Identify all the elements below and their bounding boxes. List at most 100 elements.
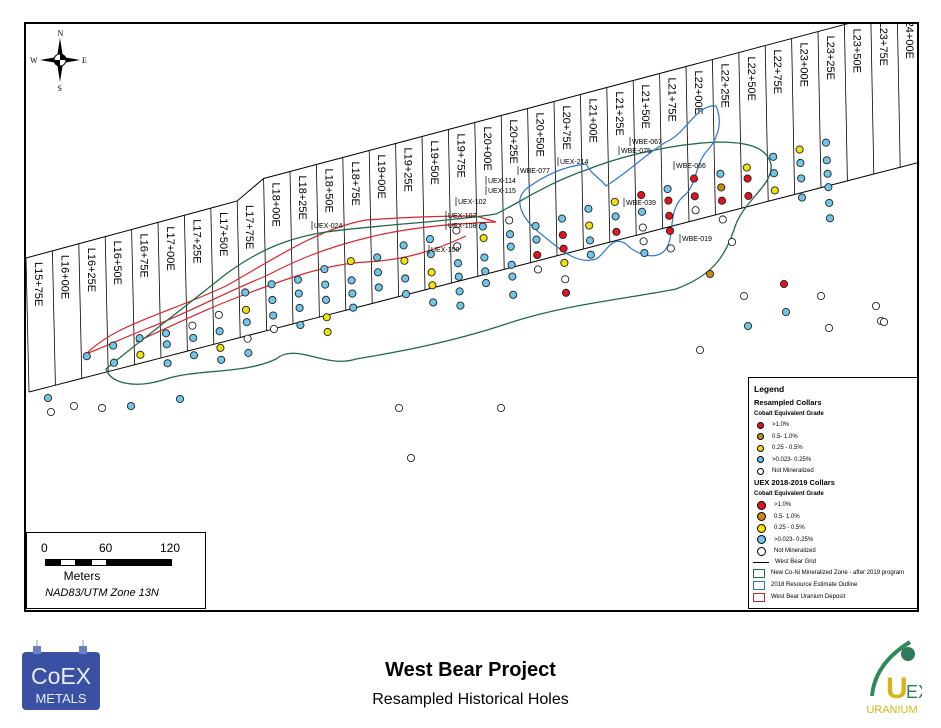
drill-hole[interactable] [666,244,675,253]
drill-hole[interactable] [428,281,437,290]
drill-hole[interactable] [825,198,834,207]
drill-hole[interactable] [743,174,752,183]
drill-hole[interactable] [452,226,461,235]
drill-hole[interactable] [69,401,79,411]
drill-hole[interactable] [175,394,185,404]
drill-hole[interactable] [637,191,646,200]
drill-hole[interactable] [453,242,462,251]
drill-hole[interactable] [126,401,136,411]
drill-hole[interactable] [637,207,647,216]
drill-hole[interactable] [455,287,464,296]
drill-hole[interactable] [346,257,355,266]
drill-hole[interactable] [394,403,404,413]
drill-hole[interactable] [640,248,649,258]
drill-hole[interactable] [742,163,751,172]
drill-hole[interactable] [109,358,119,367]
drill-hole[interactable] [825,214,835,223]
drill-hole[interactable] [717,196,727,205]
drill-hole[interactable] [374,283,383,292]
drill-hole[interactable] [294,289,303,298]
drill-hole[interactable] [689,174,699,183]
drill-hole[interactable] [401,290,411,299]
drill-hole[interactable] [781,307,791,317]
drill-hole[interactable] [373,268,383,277]
drill-hole[interactable] [161,329,171,338]
drill-hole[interactable] [456,301,465,310]
drill-hole[interactable] [665,226,675,235]
drill-hole[interactable] [639,237,648,246]
drill-hole[interactable] [823,169,832,178]
drill-hole[interactable] [727,237,737,247]
drill-hole[interactable] [82,352,91,361]
drill-hole[interactable] [295,303,304,312]
drill-hole[interactable] [163,359,172,368]
drill-hole[interactable] [879,317,889,327]
drill-hole[interactable] [480,253,489,262]
drill-hole[interactable] [323,327,332,337]
drill-hole[interactable] [268,295,277,305]
drill-hole[interactable] [401,274,410,283]
drill-hole[interactable] [691,206,700,215]
drill-hole[interactable] [770,186,779,195]
drill-hole[interactable] [505,230,515,239]
drill-hole[interactable] [824,183,833,192]
drill-hole[interactable] [214,310,223,319]
drill-hole[interactable] [479,234,488,243]
drill-hole[interactable] [506,242,515,251]
drill-hole[interactable] [663,184,672,194]
drill-hole[interactable] [744,191,753,200]
drill-hole[interactable] [739,291,749,301]
drill-hole[interactable] [505,216,514,225]
drill-hole[interactable] [109,341,118,350]
drill-hole[interactable] [533,265,543,274]
drill-hole[interactable] [189,333,198,342]
drill-hole[interactable] [406,453,416,463]
drill-hole[interactable] [561,275,570,284]
drill-hole[interactable] [796,158,805,168]
drill-hole[interactable] [824,323,834,333]
drill-hole[interactable] [267,280,276,289]
drill-hole[interactable] [189,351,199,360]
drill-hole[interactable] [586,250,595,259]
drill-hole[interactable] [321,280,330,289]
drill-hole[interactable] [217,355,226,364]
drill-hole[interactable] [822,156,831,165]
drill-hole[interactable] [481,267,490,276]
drill-hole[interactable] [612,227,621,236]
drill-hole[interactable] [705,269,715,279]
drill-hole[interactable] [269,324,279,334]
drill-hole[interactable] [347,276,356,285]
drill-hole[interactable] [241,305,251,314]
drill-hole[interactable] [136,350,145,359]
drill-hole[interactable] [427,268,436,277]
drill-hole[interactable] [481,279,491,288]
drill-hole[interactable] [507,260,516,269]
drill-hole[interactable] [797,193,807,202]
drill-hole[interactable] [769,152,778,161]
drill-hole[interactable] [797,174,806,183]
drill-hole[interactable] [769,169,779,178]
drill-hole[interactable] [97,403,107,413]
drill-hole[interactable] [349,303,358,312]
drill-hole[interactable] [508,272,517,281]
drill-hole[interactable] [296,321,305,330]
drill-hole[interactable] [241,288,250,297]
drill-hole[interactable] [816,291,826,301]
drill-hole[interactable] [269,311,278,320]
drill-hole[interactable] [215,327,224,336]
drill-hole[interactable] [509,290,518,299]
drill-hole[interactable] [135,334,144,343]
drill-hole[interactable] [188,321,197,330]
drill-hole[interactable] [242,318,251,327]
drill-hole[interactable] [585,221,594,230]
drill-hole[interactable] [399,241,408,250]
drill-hole[interactable] [400,256,409,265]
drill-hole[interactable] [496,403,506,413]
drill-hole[interactable] [559,244,568,253]
drill-hole[interactable] [610,197,619,206]
drill-hole[interactable] [531,221,540,231]
drill-hole[interactable] [695,345,705,355]
drill-hole[interactable] [348,289,357,298]
drill-hole[interactable] [821,138,831,147]
drill-hole[interactable] [557,214,567,223]
